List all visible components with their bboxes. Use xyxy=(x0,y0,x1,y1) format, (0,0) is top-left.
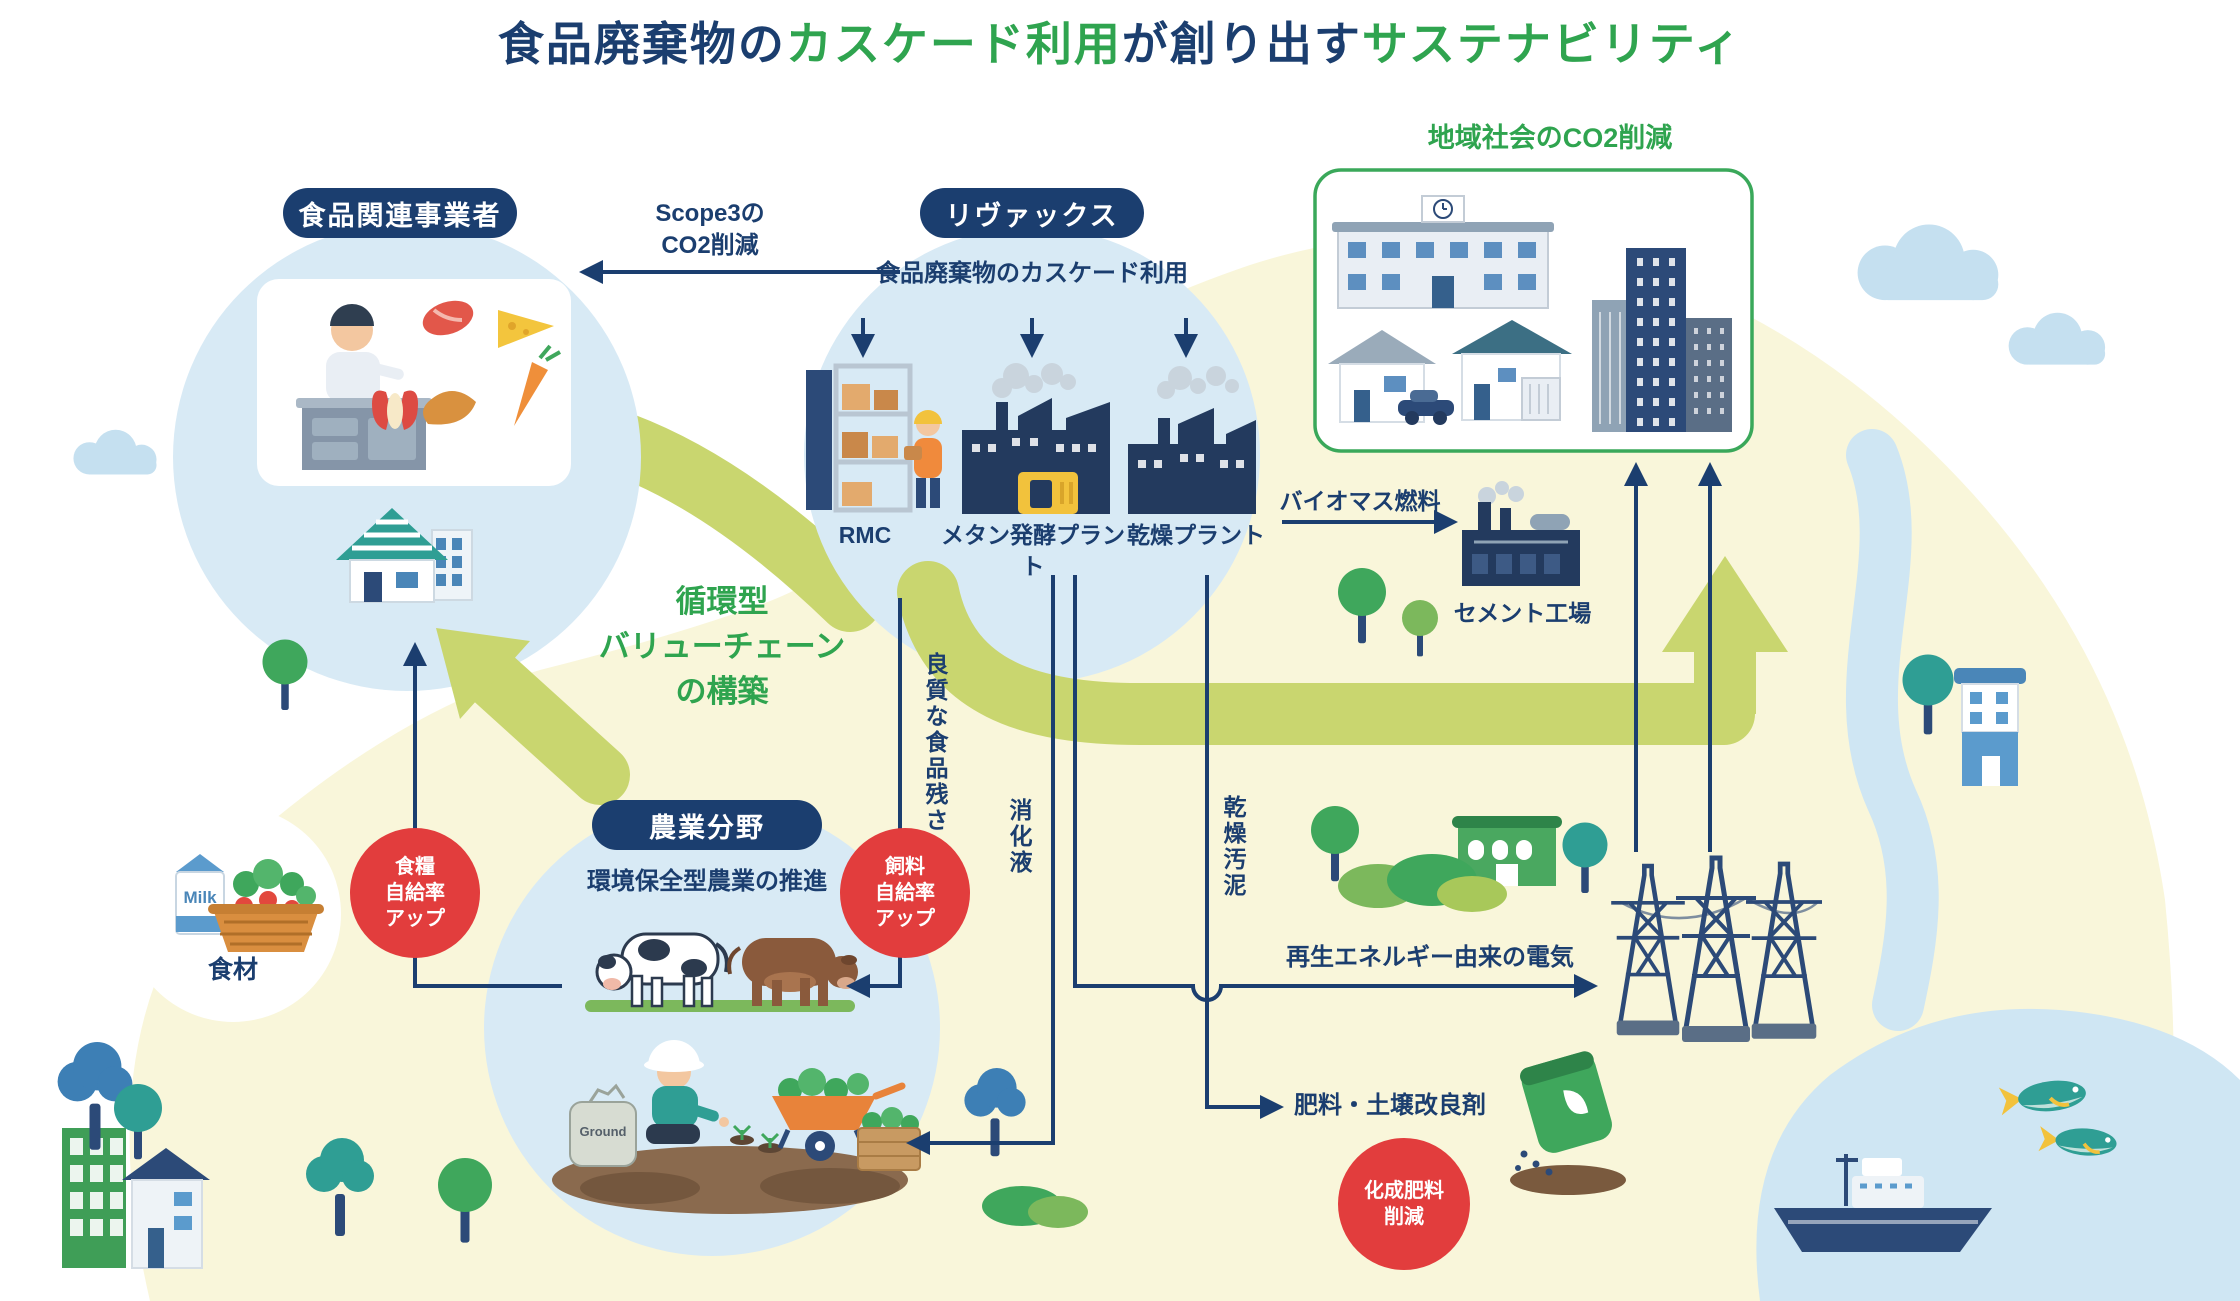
pill-food-business: 食品関連事業者 xyxy=(283,188,517,238)
line-feed-to-cattle xyxy=(846,598,902,998)
label-methane-plant: メタン発酵プラント xyxy=(941,522,1125,580)
rmc-illustration xyxy=(806,363,942,513)
city-buildings-left xyxy=(62,1128,210,1269)
seedlings xyxy=(730,1124,782,1153)
croissant-icon xyxy=(423,391,476,425)
label-fertilizer: 肥料・土壌改良剤 xyxy=(1294,1092,1486,1119)
cloud-icon xyxy=(1857,224,1999,301)
house-with-garage xyxy=(1452,320,1572,421)
food-business-illustration xyxy=(257,279,571,486)
white-cow xyxy=(595,932,729,1008)
label-ingredients: 食材 xyxy=(207,956,258,984)
title-part-3: が創り出す xyxy=(1121,18,1362,70)
page-title: 食品廃棄物のカスケード利用が創り出すサステナビリティ xyxy=(0,8,2240,74)
power-lines xyxy=(1619,896,1819,920)
wheelbarrow xyxy=(772,1068,906,1161)
line-food-to-business xyxy=(403,642,562,988)
apple-core-icon xyxy=(372,390,418,430)
bush-cluster xyxy=(1338,854,1507,912)
title-part-1: 食品廃棄物の xyxy=(497,18,786,70)
chef xyxy=(326,304,404,402)
milk-carton-label: Milk xyxy=(183,888,217,907)
river xyxy=(1845,429,1939,1031)
line-digestate-to-farm xyxy=(906,575,1055,1155)
cloud-icon xyxy=(2008,312,2106,365)
carrot-icon xyxy=(514,344,561,426)
label-scope3: Scope3の CO2削減 xyxy=(655,200,765,260)
green-flow-band-to-food xyxy=(436,628,630,805)
label-drying-plant: 乾燥プラント xyxy=(1127,522,1265,548)
pill-agriculture: 農業分野 xyxy=(592,800,822,850)
methane-plant-illustration xyxy=(962,363,1110,514)
store-house-icon xyxy=(336,508,473,603)
cement-factory-illustration xyxy=(1462,481,1580,586)
farmer xyxy=(644,1040,729,1144)
soil-sack xyxy=(569,1083,637,1167)
label-cascade-use: 食品廃棄物のカスケード利用 xyxy=(876,260,1188,287)
green-flow-band-to-community xyxy=(897,556,1788,745)
vegetable-crate xyxy=(857,1107,921,1171)
power-towers-illustration xyxy=(1611,858,1822,1042)
connector-arrows xyxy=(403,260,1722,1155)
fertilizer-bag-illustration xyxy=(1510,1051,1626,1195)
ground-sack-label: Ground xyxy=(579,1124,627,1139)
meat-icon xyxy=(422,300,474,336)
pill-revacs: リヴァックス xyxy=(920,188,1144,238)
label-biomass-fuel: バイオマス燃料 xyxy=(1279,488,1441,514)
title-part-4: サステナビリティ xyxy=(1361,18,1743,70)
label-digestive-fluid: 消化液 xyxy=(1006,798,1032,876)
bush-icon xyxy=(982,1186,1088,1228)
label-cement-factory: セメント工場 xyxy=(1453,600,1592,626)
label-community-co2: 地域社会のCO2削減 xyxy=(1427,123,1673,153)
badge-feed-self-sufficiency: 飼料 自給率 アップ xyxy=(840,828,970,958)
ingredients-illustration xyxy=(125,806,341,1022)
community-box xyxy=(1313,168,1754,453)
badge-chemical-fertilizer: 化成肥料 削減 xyxy=(1338,1138,1470,1270)
office-towers xyxy=(1592,248,1732,432)
tree-icon xyxy=(262,639,308,710)
milk-carton-icon xyxy=(175,854,225,935)
cattle-illustration xyxy=(585,932,858,1012)
label-eco-agriculture: 環境保全型農業の推進 xyxy=(587,868,827,895)
brown-cow xyxy=(727,938,858,1006)
badge-food-self-sufficiency: 食糧 自給率 アップ xyxy=(350,828,480,958)
cheese-icon xyxy=(498,310,554,348)
basket-icon xyxy=(208,904,324,952)
house-with-car xyxy=(1328,330,1454,425)
warehouse-worker xyxy=(904,410,942,508)
label-quality-residue: 良質な食品残さ xyxy=(922,652,948,834)
title-part-2: カスケード利用 xyxy=(785,18,1122,70)
drying-plant-illustration xyxy=(1128,366,1256,514)
house-right-icon xyxy=(1954,668,2026,786)
label-value-chain: 循環型 バリューチェーン の構築 xyxy=(598,584,846,709)
farmer-illustration xyxy=(552,1040,921,1214)
line-sludge-to-fertilizer xyxy=(1205,575,1284,1119)
label-rmc: RMC xyxy=(838,522,892,548)
label-renewable-electricity: 再生エネルギー由来の電気 xyxy=(1286,944,1574,971)
label-dried-sludge: 乾燥汚泥 xyxy=(1220,795,1246,899)
school-building xyxy=(1332,195,1554,309)
ship-illustration xyxy=(1774,1154,1992,1252)
cloud-icon xyxy=(73,429,157,475)
